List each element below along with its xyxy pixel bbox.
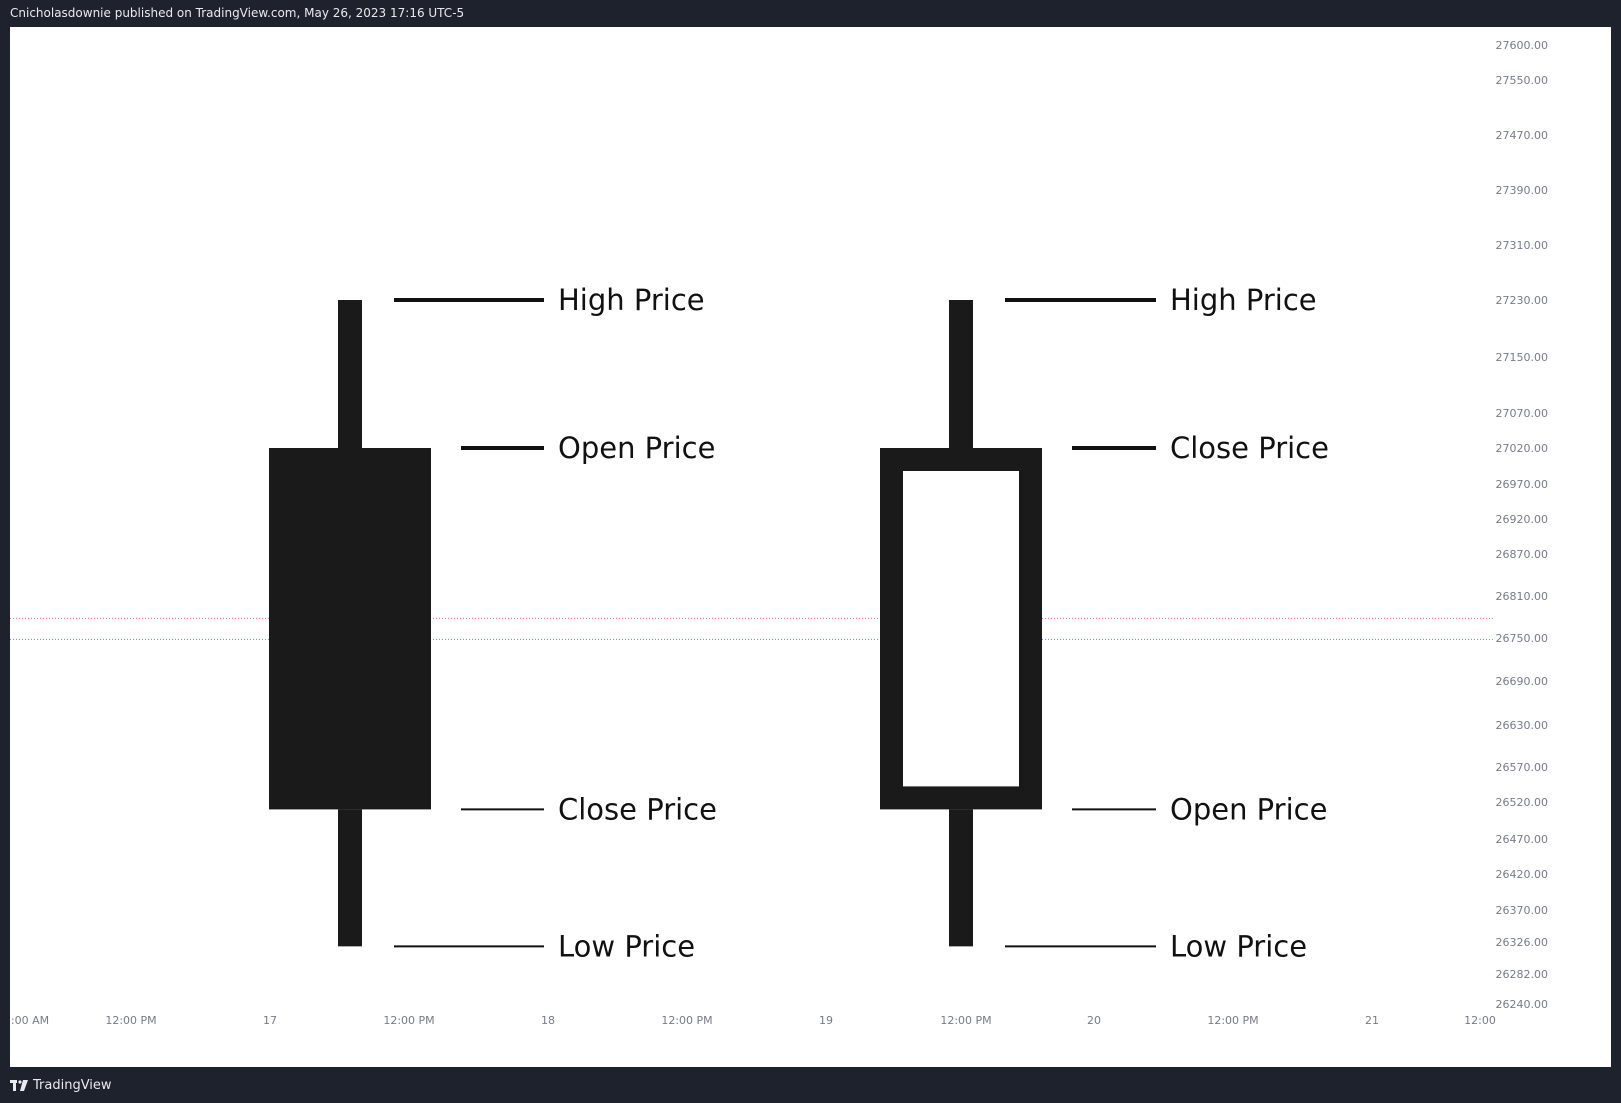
x-tick-label: 12:00 PM: [1207, 1014, 1258, 1027]
y-tick-label: 26370.00: [1496, 904, 1549, 917]
x-tick-label: 12:00 PM: [661, 1014, 712, 1027]
candle-lower-wick: [949, 809, 973, 947]
candle-body-hollow: [880, 448, 1042, 810]
annotation-label-close: Close Price: [1170, 431, 1329, 465]
y-tick-label: 26920.00: [1496, 513, 1549, 526]
y-tick-label: 26810.00: [1496, 590, 1549, 603]
y-tick-label: 27070.00: [1496, 407, 1549, 420]
footer: TradingView: [0, 1067, 1621, 1103]
y-tick-label: 27230.00: [1496, 294, 1549, 307]
candles: [269, 300, 1042, 947]
y-tick-label: 27470.00: [1496, 129, 1549, 142]
y-tick-label: 26750.00: [1496, 632, 1549, 645]
x-tick-label: 12:00 PM: [940, 1014, 991, 1027]
annotation-label-close: Close Price: [558, 792, 717, 826]
y-tick-label: 27150.00: [1496, 351, 1549, 364]
y-tick-label: 26282.00: [1496, 968, 1549, 981]
y-tick-label: 27390.00: [1496, 184, 1549, 197]
y-tick-label: 26690.00: [1496, 675, 1549, 688]
y-tick-label: 26240.00: [1496, 998, 1549, 1011]
x-tick-label: :00 AM: [11, 1014, 49, 1027]
y-tick-label: 26630.00: [1496, 719, 1549, 732]
x-tick-label: 21: [1365, 1014, 1379, 1027]
footer-brand: TradingView: [33, 1077, 112, 1093]
y-tick-label: 27550.00: [1496, 74, 1549, 87]
candle-body-filled: [269, 448, 431, 810]
candle-upper-wick: [949, 300, 973, 448]
annotation-label-open: Open Price: [558, 431, 715, 465]
y-tick-label: 26326.00: [1496, 936, 1549, 949]
x-tick-label: 17: [263, 1014, 277, 1027]
y-tick-label: 26970.00: [1496, 478, 1549, 491]
publish-info: Cnicholasdownie published on TradingView…: [0, 0, 1621, 27]
candle-lower-wick: [338, 809, 362, 947]
y-tick-label: 26870.00: [1496, 548, 1549, 561]
annotation-label-high: High Price: [1170, 283, 1317, 317]
x-tick-label: 18: [541, 1014, 555, 1027]
annotation-label-high: High Price: [558, 283, 705, 317]
y-tick-label: 26570.00: [1496, 761, 1549, 774]
y-tick-label: 26520.00: [1496, 796, 1549, 809]
price-lines: [10, 617, 1495, 640]
y-tick-label: 26420.00: [1496, 868, 1549, 881]
x-tick-label: 20: [1087, 1014, 1101, 1027]
y-tick-label: 27600.00: [1496, 39, 1549, 52]
y-axis: 27600.00 27550.00 27470.00 27390.00 27310.00…: [1496, 39, 1549, 1011]
x-tick-label: 12:00: [1464, 1014, 1496, 1027]
x-tick-label: 19: [819, 1014, 833, 1027]
tradingview-logo-icon: [10, 1079, 28, 1091]
x-tick-label: 12:00 PM: [105, 1014, 156, 1027]
y-tick-label: 27310.00: [1496, 239, 1549, 252]
x-axis: :00 AM 12:00 PM 17 12:00 PM 18 12:00 PM 19 12:0…: [11, 1014, 1496, 1027]
y-tick-label: 26470.00: [1496, 833, 1549, 846]
candle-upper-wick: [338, 300, 362, 448]
annotation-label-open: Open Price: [1170, 792, 1327, 826]
y-tick-label: 27020.00: [1496, 442, 1549, 455]
annotation-label-low: Low Price: [558, 929, 695, 963]
annotation-label-low: Low Price: [1170, 929, 1307, 963]
x-tick-label: 12:00 PM: [383, 1014, 434, 1027]
